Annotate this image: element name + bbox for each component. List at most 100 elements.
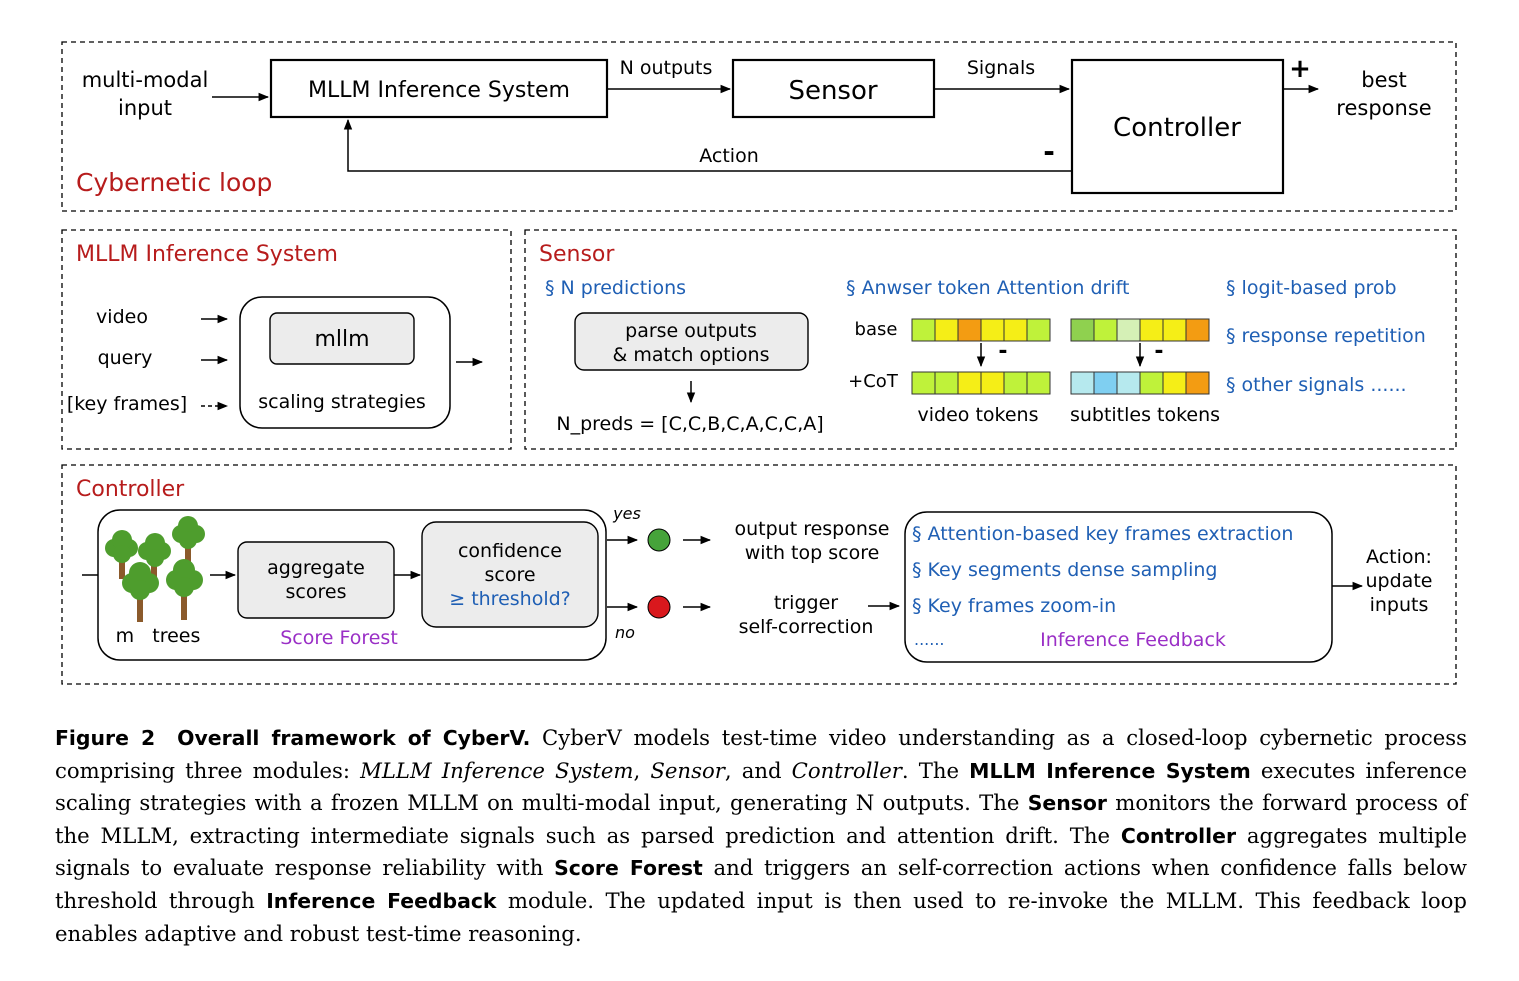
red-dot-icon (647, 595, 671, 619)
token-cell (1185, 318, 1210, 342)
framework-diagram: Cybernetic loop multi-modal input MLLM I… (61, 41, 1457, 685)
scores-label: scores (286, 581, 347, 603)
token-cell (934, 318, 959, 342)
action-update-label-3: inputs (1370, 594, 1429, 616)
multimodal-input-label-2: input (118, 96, 172, 120)
feedback-item-more: ...... (914, 630, 945, 649)
caption-text: CyberV models test-time video understand… (55, 725, 1467, 783)
action-feedback-arrow (343, 118, 1072, 172)
video-tokens-label: video tokens (918, 404, 1039, 426)
mllm-model-label: mllm (314, 327, 369, 352)
token-cell (1116, 371, 1141, 395)
mllm-inference-box (269, 58, 609, 119)
green-dot-icon (647, 528, 671, 552)
inference-feedback-label: Inference Feedback (1040, 629, 1226, 651)
parse-outputs-label: parse outputs (625, 320, 757, 342)
trees-label: m trees (116, 625, 201, 647)
token-cell (957, 371, 982, 395)
query-input-label: query (98, 347, 153, 369)
caption-bold: MLLM Inference System (969, 758, 1251, 783)
logit-prob-label: § logit-based prob (1226, 277, 1397, 299)
controller-panel (61, 464, 1457, 685)
token-cell (1139, 371, 1164, 395)
match-options-label: & match options (613, 344, 770, 366)
caption-text: and triggers an self-correction actions … (55, 855, 1467, 913)
figure-label: Figure 2 (55, 726, 156, 750)
plus-sign: + (1289, 54, 1311, 84)
multimodal-input-label: multi-modal (82, 68, 209, 92)
confidence-label: confidence (458, 540, 562, 562)
sensor-panel (524, 229, 1457, 450)
n-preds-label: N_preds = [C,C,B,C,A,C,C,A] (556, 413, 823, 435)
token-cell (980, 318, 1005, 342)
caption-bold: Sensor (1027, 791, 1107, 816)
caption-text: , and (724, 757, 792, 783)
token-cell (911, 318, 936, 342)
caption-text: module. The updated input is then used t… (55, 887, 1467, 946)
token-cell (1003, 318, 1028, 342)
token-cell (957, 318, 982, 342)
token-cell (1093, 318, 1118, 342)
inference-feedback-box (904, 511, 1333, 663)
caption-text: , (633, 757, 651, 783)
parse-outputs-box (574, 312, 809, 371)
cybernetic-loop-panel (61, 41, 1457, 212)
score-label: score (484, 564, 535, 586)
aggregate-scores-box (237, 541, 395, 619)
token-cell (1116, 318, 1141, 342)
confidence-box (421, 521, 599, 628)
n-predictions-label: § N predictions (545, 277, 686, 299)
caption-italic: Controller (791, 757, 902, 783)
action-update-label-2: update (1366, 570, 1433, 592)
action-update-label: Action: (1366, 546, 1432, 568)
token-cell (1139, 318, 1164, 342)
caption-italic: MLLM Inference System (360, 757, 634, 783)
caption-bold: Controller (1120, 823, 1237, 848)
video-input-label: video (96, 306, 148, 328)
trees-icon (105, 516, 205, 622)
cot-row-label: +CoT (848, 371, 899, 392)
caption-title: Overall framework of CyberV. (177, 726, 531, 750)
mllm-panel (61, 229, 512, 450)
token-cell (980, 371, 1005, 395)
subtitle-base-heatmap (1070, 318, 1210, 342)
aggregate-label: aggregate (267, 557, 365, 579)
minus-sign: - (1043, 135, 1055, 168)
sensor-box (731, 58, 936, 119)
figure-caption: Figure 2 Overall framework of CyberV. Cyb… (55, 722, 1467, 950)
token-cell (1185, 371, 1210, 395)
caption-text: aggregates multiple signals to evaluate … (55, 822, 1467, 881)
threshold-label: ≥ threshold? (449, 588, 571, 610)
response-repetition-label: § response repetition (1226, 325, 1426, 347)
controller-panel-title: Controller (76, 477, 185, 502)
token-cell (911, 371, 936, 395)
controller-box (1070, 58, 1285, 195)
key-frames-input-label: [key frames] (67, 393, 187, 415)
caption-italic: Sensor (650, 757, 725, 783)
mllm-inference-box-label: MLLM Inference System (308, 78, 570, 103)
token-cell (1093, 371, 1118, 395)
controller-box-label: Controller (1113, 113, 1241, 143)
token-cell (1026, 318, 1051, 342)
base-row-label: base (855, 319, 898, 340)
caption-text: executes inference scaling strategies wi… (55, 757, 1467, 816)
token-cell (1003, 371, 1028, 395)
mllm-model-box (269, 312, 415, 365)
sensor-panel-title: Sensor (539, 242, 615, 267)
subtitle-tokens-label: subtitles tokens (1070, 404, 1220, 426)
subtitle-drift-minus: - (1154, 339, 1163, 364)
scaling-strategies-label: scaling strategies (258, 391, 426, 413)
self-correction-label: self-correction (739, 616, 874, 638)
cybernetic-loop-title: Cybernetic loop (76, 168, 272, 197)
feedback-item-key-frames-extraction: § Attention-based key frames extraction (912, 523, 1293, 545)
score-forest-label: Score Forest (280, 627, 398, 649)
caption-text: . The (901, 757, 970, 783)
output-response-label: output response (734, 518, 889, 540)
trigger-label: trigger (774, 592, 838, 614)
signals-label: Signals (967, 57, 1035, 79)
n-outputs-label: N outputs (620, 57, 713, 79)
token-cell (1162, 318, 1187, 342)
caption-text: monitors the forward process of the MLLM… (55, 790, 1468, 848)
caption-bold: Inference Feedback (266, 888, 497, 913)
token-cell (934, 371, 959, 395)
